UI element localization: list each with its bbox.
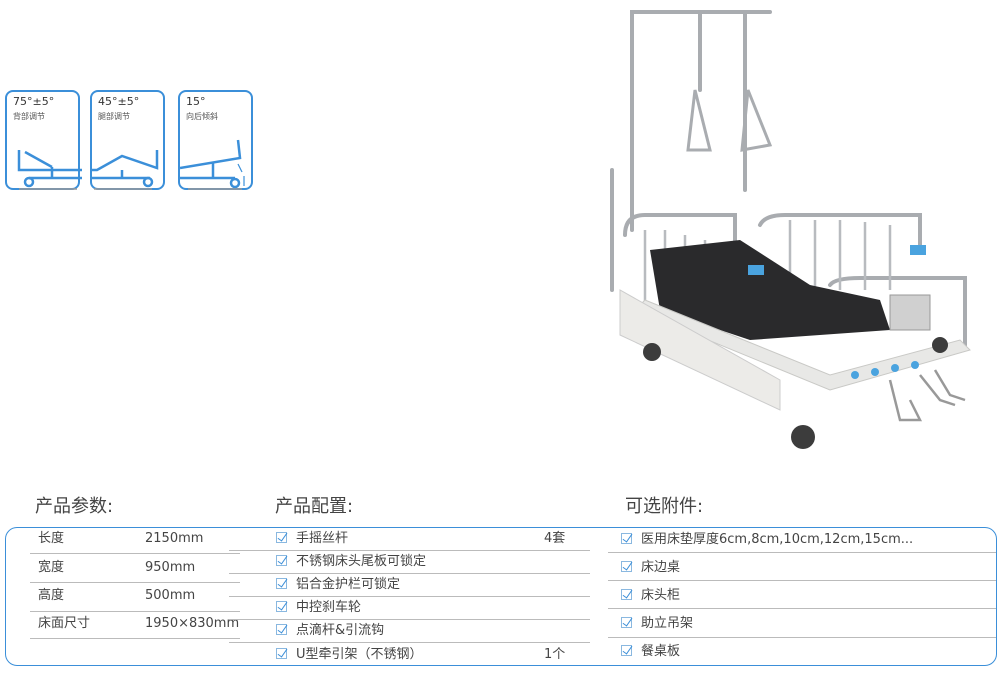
checkbox-checked-icon [621, 617, 632, 628]
checkbox-checked-icon [276, 578, 287, 589]
mode-angle: 15° [186, 95, 206, 108]
config-item: 点滴杆&引流钩 [276, 621, 586, 641]
param-row: 高度 500mm [38, 586, 195, 606]
optional-title: 可选附件: [625, 496, 704, 517]
divider [229, 550, 590, 551]
mode-label: 向后倾斜 [186, 112, 218, 121]
divider [608, 608, 996, 609]
mode-angle: 45°±5° [98, 95, 140, 108]
config-label: 铝合金护栏可锁定 [296, 577, 401, 592]
spec-panel [5, 527, 997, 666]
config-item: U型牵引架（不锈钢） 1个 [276, 645, 586, 665]
param-row: 宽度 950mm [38, 558, 195, 578]
divider [608, 580, 996, 581]
checkbox-checked-icon [621, 533, 632, 544]
param-label: 宽度 [38, 560, 65, 575]
checkbox-checked-icon [621, 589, 632, 600]
divider [30, 638, 240, 639]
param-label: 床面尺寸 [38, 616, 91, 631]
param-value: 500mm [145, 588, 196, 603]
mode-angle: 75°±5° [13, 95, 55, 108]
optional-item: 助立吊架 [621, 614, 693, 634]
config-label: U型牵引架（不锈钢） [296, 647, 423, 662]
config-item: 铝合金护栏可锁定 [276, 575, 586, 595]
divider [608, 552, 996, 553]
mode-leg-adjust: 45°±5° 腿部调节 [90, 90, 165, 190]
optional-label: 床头柜 [641, 588, 681, 603]
config-item: 不锈钢床头尾板可锁定 [276, 552, 586, 572]
divider [608, 637, 996, 638]
optional-label: 床边桌 [641, 560, 681, 575]
optional-item: 医用床垫厚度6cm,8cm,10cm,12cm,15cm... [621, 530, 913, 550]
checkbox-checked-icon [276, 601, 287, 612]
param-label: 高度 [38, 588, 65, 603]
config-label: 中控刹车轮 [296, 600, 362, 615]
config-item: 中控刹车轮 [276, 598, 586, 618]
checkbox-checked-icon [621, 645, 632, 656]
param-row: 床面尺寸 1950×830mm [38, 614, 239, 634]
checkbox-checked-icon [276, 555, 287, 566]
divider [229, 573, 590, 574]
param-value: 1950×830mm [145, 616, 240, 631]
orthopedic-bed-image [610, 10, 971, 449]
param-value: 2150mm [145, 531, 204, 546]
checkbox-checked-icon [621, 561, 632, 572]
config-qty: 4套 [544, 531, 566, 546]
optional-item: 床头柜 [621, 586, 680, 606]
params-title: 产品参数: [35, 496, 114, 517]
optional-label: 餐桌板 [641, 644, 681, 659]
divider [30, 582, 240, 583]
optional-item: 床边桌 [621, 558, 680, 578]
divider [229, 596, 590, 597]
divider [30, 611, 240, 612]
config-item: 手摇丝杆 4套 [276, 529, 586, 549]
param-label: 长度 [38, 531, 65, 546]
config-label: 不锈钢床头尾板可锁定 [296, 554, 427, 569]
param-value: 950mm [145, 560, 196, 575]
mode-tilt-back: 15° 向后倾斜 [178, 90, 253, 190]
mode-back-adjust: 75°±5° 背部调节 [5, 90, 82, 190]
bed-leg-raised-icon [92, 150, 159, 190]
config-title: 产品配置: [275, 496, 354, 517]
checkbox-checked-icon [276, 532, 287, 543]
config-label: 点滴杆&引流钩 [296, 623, 385, 638]
mode-label: 腿部调节 [98, 112, 130, 121]
config-label: 手摇丝杆 [296, 531, 349, 546]
bed-back-raised-icon [17, 150, 82, 190]
divider [30, 553, 240, 554]
checkbox-checked-icon [276, 624, 287, 635]
divider [229, 642, 590, 643]
param-row: 长度 2150mm [38, 529, 203, 549]
optional-item: 餐桌板 [621, 642, 680, 662]
bed-tilt-icon [180, 139, 245, 190]
checkbox-checked-icon [276, 648, 287, 659]
optional-label: 助立吊架 [641, 616, 694, 631]
optional-label: 医用床垫厚度6cm,8cm,10cm,12cm,15cm... [641, 532, 914, 547]
config-qty: 1个 [544, 647, 566, 662]
divider [229, 619, 590, 620]
mode-label: 背部调节 [13, 112, 45, 121]
